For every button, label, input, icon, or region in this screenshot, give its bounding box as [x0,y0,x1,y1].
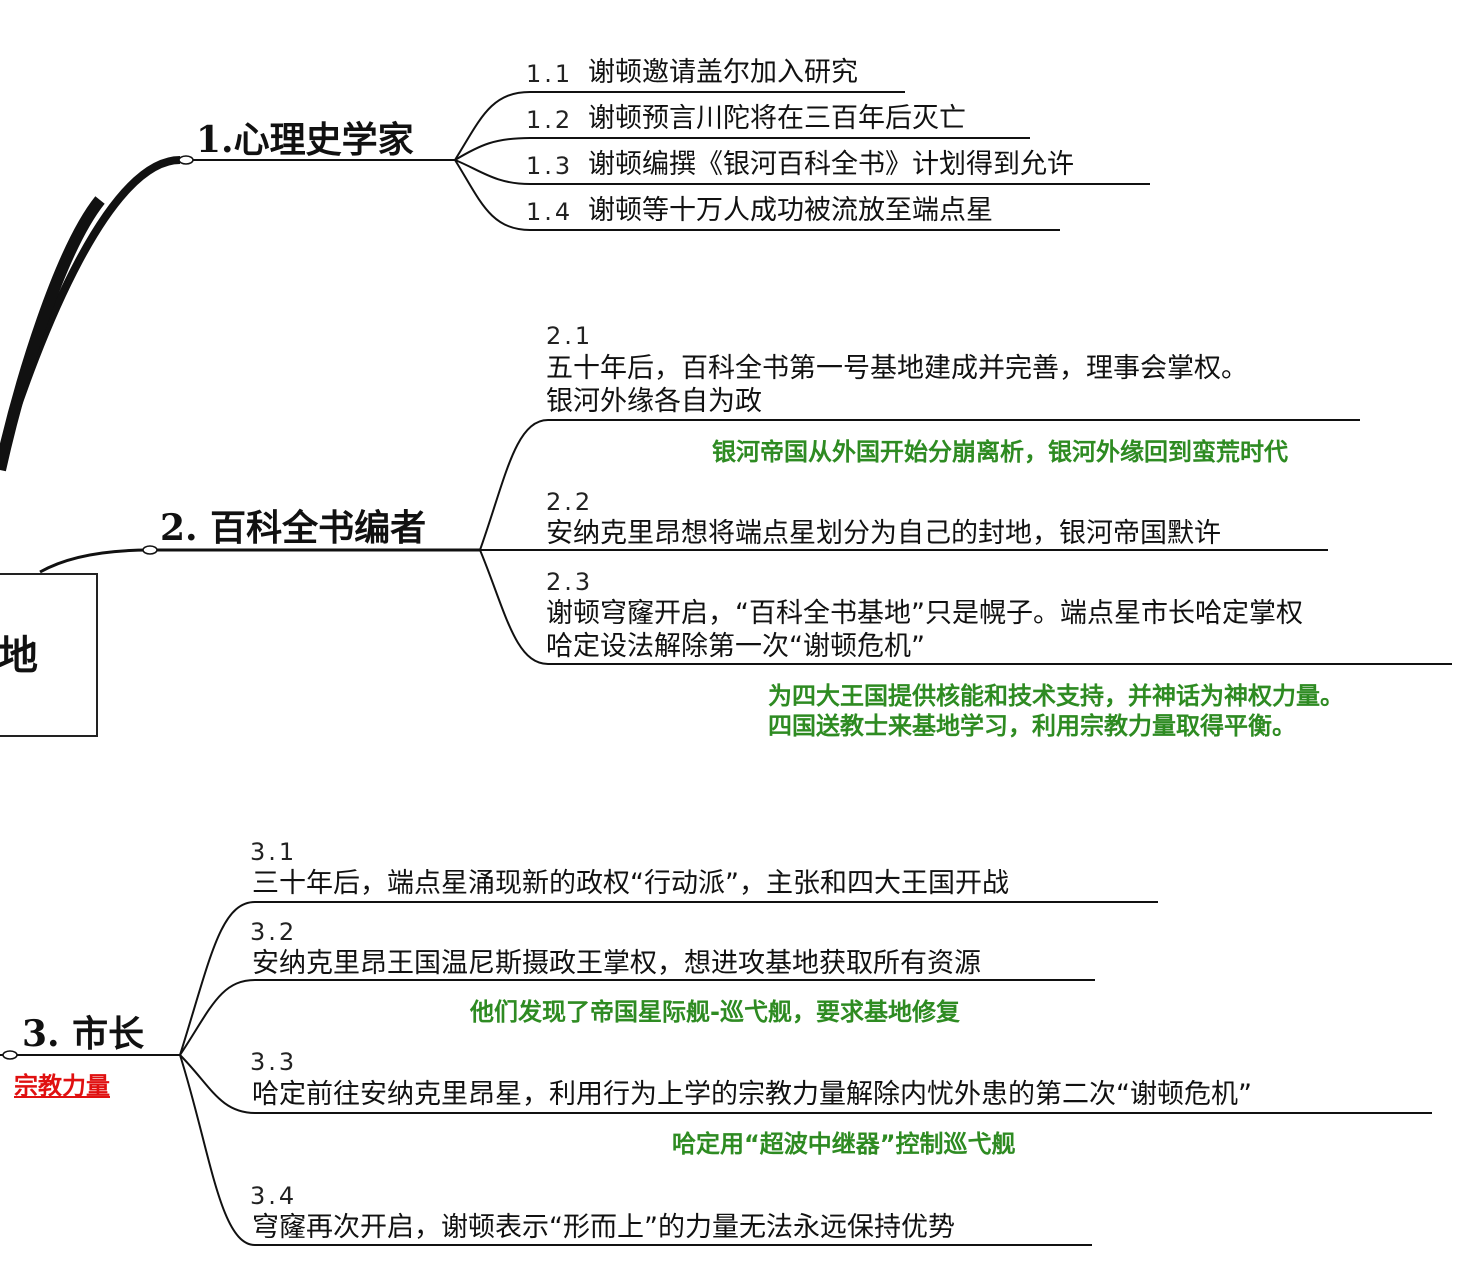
trunk-branch-1-thick [0,196,105,472]
item-2-2-line-1[interactable]: 安纳克里昂想将端点星划分为自己的封地，银河帝国默许 [546,518,1221,549]
node-dot-1 [178,155,194,165]
branch-2-title[interactable]: 2. 百科全书编者 [160,507,427,549]
item-2-3-line-2[interactable]: 哈定设法解除第一次“谢顿危机” [546,631,925,662]
item-1-1-text[interactable]: 谢顿邀请盖尔加入研究 [588,57,858,88]
item-2-1-number: 2.1 [546,322,594,350]
connector-1-1 [454,91,905,161]
item-1-2-number: 1.2 [526,106,574,134]
item-3-1-text[interactable]: 三十年后，端点星涌现新的政权“行动派”，主张和四大王国开战 [252,868,1009,899]
central-topic-label: 地 [0,633,38,679]
trunk-branch-2 [39,548,480,574]
connector-3-1 [179,901,1158,1056]
node-dot-3 [2,1050,18,1060]
item-2-1-line-1[interactable]: 五十年后，百科全书第一号基地建成并完善，理事会掌权。 [546,353,1248,384]
item-3-2-number: 3.2 [250,918,298,946]
item-3-4-text[interactable]: 穹窿再次开启，谢顿表示“形而上”的力量无法永远保持优势 [252,1212,955,1243]
item-3-3-text[interactable]: 哈定前往安纳克里昂星，利用行为上学的宗教力量解除内忧外患的第二次“谢顿危机” [252,1079,1252,1110]
item-2-1-note: 银河帝国从外国开始分崩离析，银河外缘回到蛮荒时代 [712,438,1288,466]
item-1-2-text[interactable]: 谢顿预言川陀将在三百年后灭亡 [588,103,966,134]
connector-1-2 [454,137,1030,161]
connector-1-4 [454,159,1060,231]
connector-3-2 [179,979,1095,1056]
branch-3-title[interactable]: 3. 市长 [22,1013,145,1055]
connector-2-1 [479,419,1360,551]
connector-2-3 [479,549,1452,665]
branch-1-title[interactable]: 1.心理史学家 [196,119,414,161]
branch-3-subnote: 宗教力量 [14,1072,110,1100]
connector-3-4 [179,1054,1092,1246]
item-2-3-line-1[interactable]: 谢顿穹窿开启，“百科全书基地”只是幌子。端点星市长哈定掌权 [546,598,1303,629]
item-1-3-text[interactable]: 谢顿编撰《银河百科全书》计划得到允许 [588,149,1074,180]
item-3-2-text[interactable]: 安纳克里昂王国温尼斯摄政王掌权，想进攻基地获取所有资源 [252,948,981,979]
item-3-1-number: 3.1 [250,838,298,866]
connector-1-3 [454,159,1150,185]
item-2-2-number: 2.2 [546,488,594,516]
item-3-3-note: 哈定用“超波中继器”控制巡弋舰 [672,1130,1016,1158]
item-1-4-number: 1.4 [526,198,574,226]
item-1-1-number: 1.1 [526,60,574,88]
item-2-3-note-line-2: 四国送教士来基地学习，利用宗教力量取得平衡。 [768,712,1296,740]
item-2-3-note-line-1: 为四大王国提供核能和技术支持，并神话为神权力量。 [768,682,1344,710]
item-1-4-text[interactable]: 谢顿等十万人成功被流放至端点星 [588,195,993,226]
item-2-3-number: 2.3 [546,568,594,596]
item-3-4-number: 3.4 [250,1182,298,1210]
item-3-2-note: 他们发现了帝国星际舰-巡弋舰，要求基地修复 [470,998,960,1026]
item-2-1-line-2[interactable]: 银河外缘各自为政 [546,386,762,417]
item-3-3-number: 3.3 [250,1048,298,1076]
item-1-3-number: 1.3 [526,152,574,180]
central-topic[interactable]: 地 [0,573,98,737]
connector-3-3 [179,1054,1432,1114]
node-dot-2 [142,545,158,555]
